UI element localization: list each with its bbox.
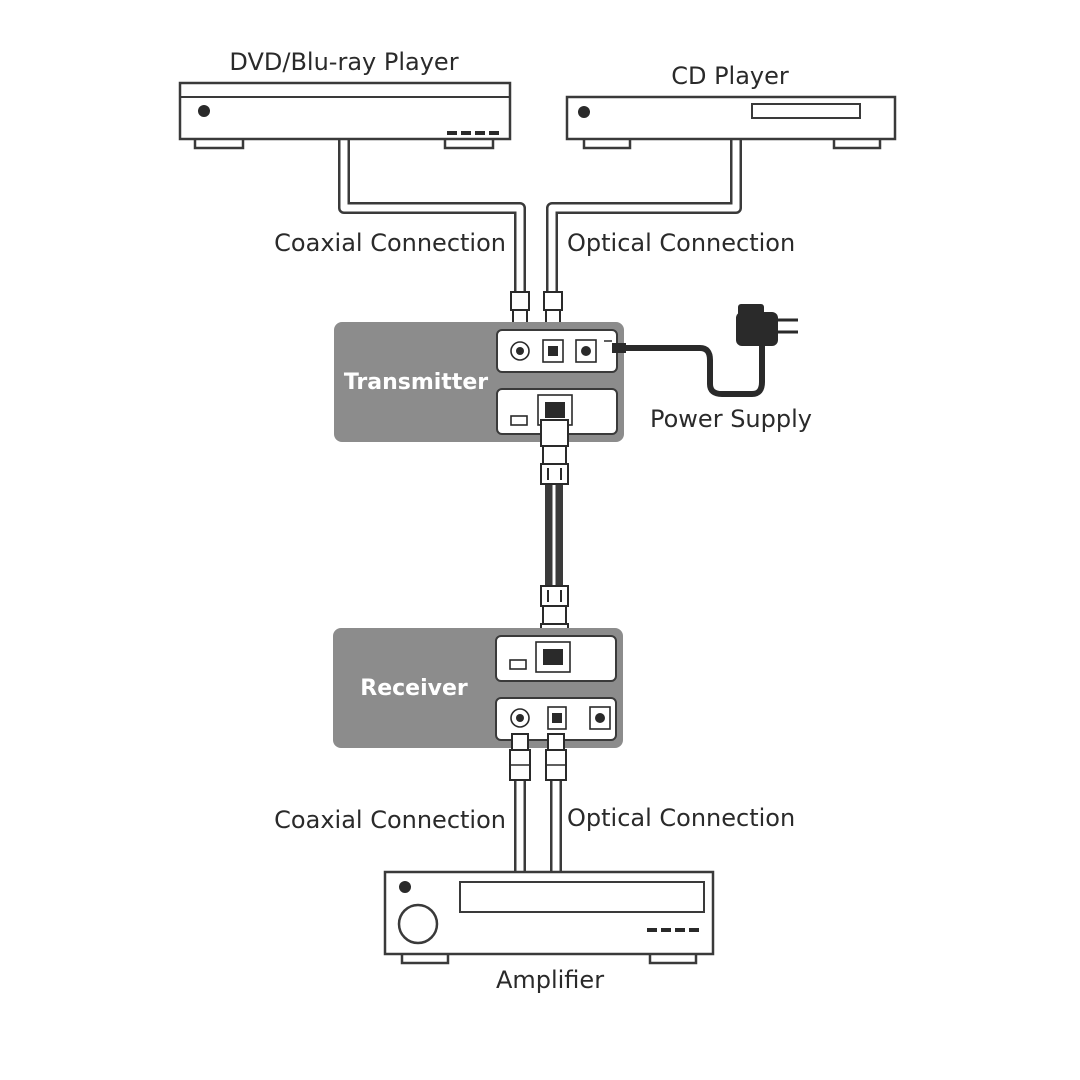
optical-plug-icon	[545, 733, 567, 781]
indicator-lights-icon	[447, 131, 499, 135]
bottom-optical-label: Optical Connection	[567, 804, 795, 832]
power-button-icon	[399, 881, 411, 893]
power-supply-label: Power Supply	[650, 405, 812, 433]
bottom-coaxial-label: Coaxial Connection	[274, 806, 506, 834]
coaxial-plug-icon	[510, 291, 530, 325]
cables	[338, 140, 742, 872]
power-button-icon	[198, 105, 210, 117]
usb-port-icon	[509, 659, 527, 670]
cd-player	[565, 95, 897, 150]
disc-tray-icon	[751, 103, 861, 119]
dvd-player	[178, 81, 512, 150]
usb-port-icon	[510, 415, 528, 426]
transmitter-label: Transmitter	[344, 370, 488, 395]
power-supply	[612, 304, 798, 397]
power-cable	[612, 345, 765, 397]
power-adapter-icon	[736, 304, 798, 346]
power-button-icon	[578, 106, 590, 118]
amplifier	[383, 870, 715, 965]
volume-knob-icon	[397, 903, 439, 945]
transmitter-unit	[334, 322, 624, 442]
receiver-unit	[333, 628, 623, 748]
ethernet-plug-top-icon	[540, 419, 569, 485]
top-optical-label: Optical Connection	[567, 229, 795, 257]
amplifier-label: Amplifier	[496, 966, 604, 994]
coaxial-cable-top	[338, 140, 526, 300]
display-window-icon	[459, 881, 705, 913]
indicator-lights-icon	[647, 928, 699, 932]
optical-plug-icon	[543, 291, 563, 325]
optical-cable-top	[546, 140, 742, 300]
top-coaxial-label: Coaxial Connection	[274, 229, 506, 257]
dvd-player-label: DVD/Blu-ray Player	[229, 48, 458, 76]
cd-player-label: CD Player	[671, 62, 789, 90]
coaxial-plug-icon	[509, 733, 531, 781]
receiver-label: Receiver	[360, 676, 468, 701]
